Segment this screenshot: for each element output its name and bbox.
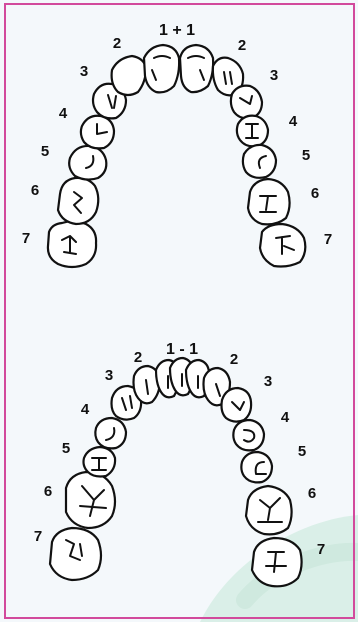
- upper-tooth-1-right: [180, 45, 213, 92]
- lower-tooth-6-right: [246, 486, 292, 534]
- upper-left-label-2: 2: [113, 35, 121, 52]
- lower-midline-label: 1 - 1: [166, 341, 198, 358]
- upper-left-label-4: 4: [59, 105, 68, 122]
- lower-left-label-5: 5: [62, 440, 70, 457]
- upper-right-label-7: 7: [324, 231, 332, 248]
- upper-right-label-3: 3: [270, 67, 278, 84]
- lower-right-label-4: 4: [281, 409, 290, 426]
- lower-tooth-3-right: [222, 388, 252, 422]
- upper-tooth-7-left: [48, 221, 96, 267]
- upper-left-label-6: 6: [31, 182, 39, 199]
- upper-tooth-5-left: [69, 146, 106, 180]
- upper-left-label-3: 3: [80, 63, 88, 80]
- lower-tooth-6-left: [66, 472, 115, 528]
- lower-left-label-6: 6: [44, 483, 52, 500]
- lower-right-label-2: 2: [230, 351, 238, 368]
- lower-tooth-4-left: [95, 418, 126, 448]
- upper-tooth-5-right: [243, 145, 276, 178]
- lower-left-label-7: 7: [34, 528, 42, 545]
- upper-tooth-1-left: [144, 45, 179, 92]
- upper-tooth-6-right: [248, 179, 290, 224]
- lower-tooth-7-left: [50, 528, 101, 580]
- upper-right-label-5: 5: [302, 147, 310, 164]
- lower-right-label-7: 7: [317, 541, 325, 558]
- lower-right-label-3: 3: [264, 373, 272, 390]
- lower-right-label-5: 5: [298, 443, 306, 460]
- upper-tooth-2-left: [112, 56, 146, 95]
- lower-right-label-6: 6: [308, 485, 316, 502]
- lower-left-label-4: 4: [81, 401, 90, 418]
- upper-left-label-7: 7: [22, 230, 30, 247]
- lower-tooth-5-right: [241, 452, 272, 482]
- lower-tooth-7-right: [252, 538, 302, 586]
- upper-tooth-6-left: [58, 178, 98, 224]
- upper-right-label-2: 2: [238, 37, 246, 54]
- lower-left-label-2: 2: [134, 349, 142, 366]
- upper-right-label-6: 6: [311, 185, 319, 202]
- upper-left-label-5: 5: [41, 143, 49, 160]
- upper-tooth-4-right: [237, 116, 268, 147]
- lower-tooth-4-right: [233, 420, 264, 450]
- upper-tooth-7-right: [260, 224, 305, 267]
- upper-midline-label: 1 + 1: [159, 22, 195, 39]
- lower-left-label-3: 3: [105, 367, 113, 384]
- upper-right-label-4: 4: [289, 113, 298, 130]
- upper-tooth-4-left: [81, 116, 114, 149]
- upper-tooth-3-right: [231, 86, 262, 119]
- lower-tooth-5-left: [84, 447, 116, 477]
